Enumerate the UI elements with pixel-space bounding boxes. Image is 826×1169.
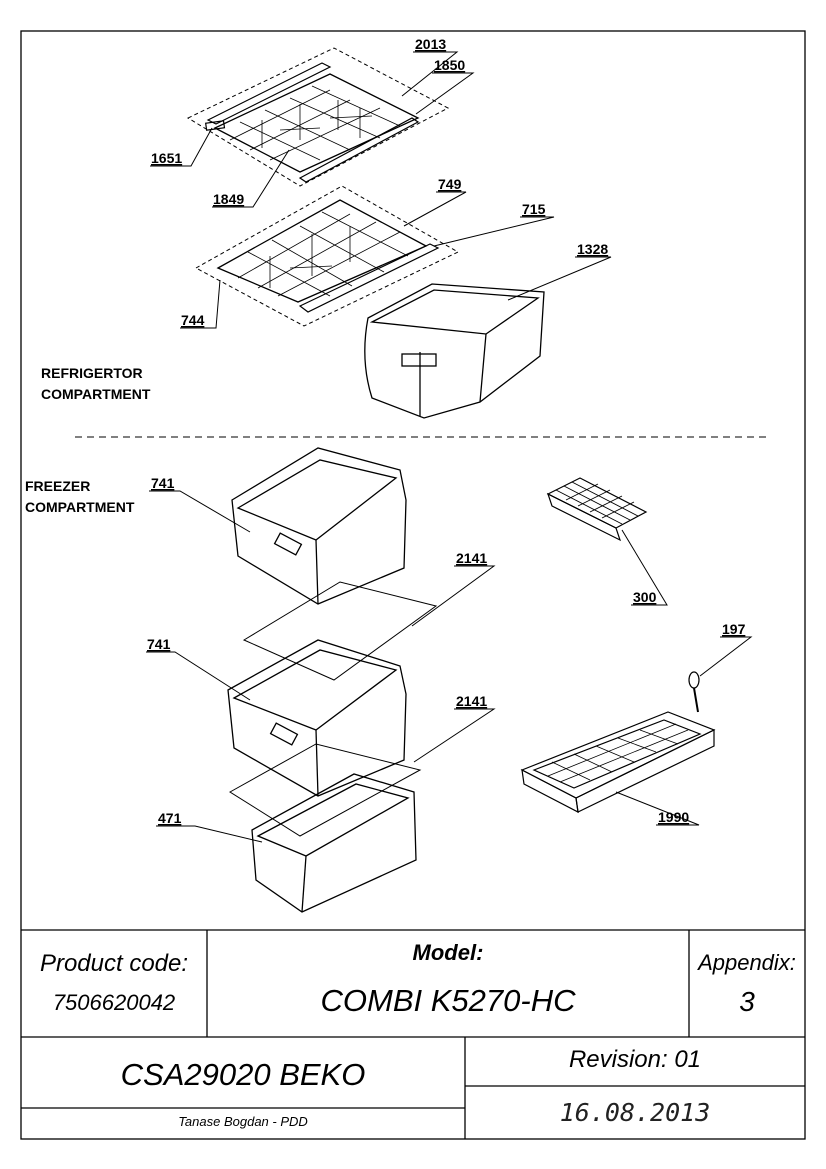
liner-2141-b: [229, 743, 422, 837]
date: 16.08.2013: [559, 1098, 711, 1127]
ice-tray-300: [546, 477, 648, 542]
scoop-stem: [693, 687, 699, 713]
drawer-handle: [273, 532, 303, 556]
crisper-edge: [479, 333, 487, 403]
drawer-body: [231, 447, 407, 605]
shelf-assembly-outline-lower: [194, 185, 460, 327]
freezer-section-label-line1: FREEZER: [25, 478, 90, 494]
scoop-loop: [688, 671, 700, 689]
part-label-741-middle: 741: [147, 636, 171, 652]
rack-side-front: [521, 768, 579, 814]
drawer-handle: [269, 722, 299, 746]
revision: Revision: 01: [568, 1046, 702, 1073]
part-label-741-top: 741: [151, 475, 175, 491]
part-label-1328: 1328: [577, 241, 608, 257]
drawing-frame: [20, 30, 806, 1140]
crisper-handle: [401, 353, 437, 367]
product-code-value: 7506620042: [52, 990, 176, 1015]
part-label-1850: 1850: [434, 57, 465, 73]
refrigerator-section-label-line1: REFRIGERTOR: [41, 365, 143, 381]
model-label: Model:: [412, 940, 484, 965]
drawer-opening: [232, 649, 398, 731]
part-label-197: 197: [722, 621, 746, 637]
freezer-drawer-471: [229, 743, 422, 913]
drawer-edge: [315, 539, 319, 605]
tray-rack-1990: [520, 711, 716, 814]
title-block-grid: [21, 929, 805, 1139]
drawer-body: [227, 639, 407, 797]
trim-1850: [298, 117, 420, 183]
part-label-1849: 1849: [213, 191, 244, 207]
model-value: COMBI K5270-HC: [320, 983, 576, 1018]
author: Tanase Bogdan - PDD: [178, 1114, 308, 1129]
freezer-section-label-line2: COMPARTMENT: [25, 499, 135, 515]
part-label-2141-upper: 2141: [456, 550, 487, 566]
part-label-471: 471: [158, 810, 182, 826]
trim-2013: [206, 62, 332, 125]
part-label-744: 744: [181, 312, 205, 328]
refrigerator-section-label-line2: COMPARTMENT: [41, 386, 151, 402]
clip-1651: [204, 120, 226, 131]
part-labels: 2013 1850 1651 1849 749 715 1328 744 741…: [147, 36, 746, 826]
trim-715: [298, 243, 440, 313]
drawer-opening: [236, 459, 398, 541]
drawer-opening: [256, 783, 410, 857]
glass-panel-749: [216, 199, 428, 303]
drawer-body: [251, 773, 417, 913]
part-label-1990: 1990: [658, 809, 689, 825]
appendix-value: 3: [739, 986, 755, 1017]
part-label-749: 749: [438, 176, 462, 192]
crisper-rim: [369, 289, 540, 335]
rack-side-right: [575, 729, 715, 813]
drawer-edge: [315, 729, 319, 797]
shelf-assembly-outline-upper: [186, 47, 450, 187]
shelf-749-group: [194, 185, 460, 327]
leader-lines: [146, 51, 753, 843]
ice-scoop-197: [688, 671, 700, 713]
part-label-2013: 2013: [415, 36, 446, 52]
crisper-body: [364, 283, 545, 419]
ice-tray-cells: [555, 481, 639, 525]
part-label-715: 715: [522, 201, 546, 217]
glass-hatch-749: [237, 211, 409, 297]
liner-2141-a: [242, 581, 438, 681]
freezer-drawer-741-middle: [227, 581, 438, 797]
document-code: CSA29020 BEKO: [120, 1057, 366, 1092]
glass-panel-1849: [213, 73, 420, 173]
part-label-1651: 1651: [151, 150, 182, 166]
shelf-1849-group: [186, 47, 450, 187]
ice-tray-side: [546, 492, 622, 542]
part-label-2141-lower: 2141: [456, 693, 487, 709]
rack-grid: [547, 723, 689, 783]
product-code-label: Product code:: [39, 950, 189, 977]
freezer-drawer-741-top: [231, 447, 407, 605]
part-label-300: 300: [633, 589, 657, 605]
crisper-1328-group: [364, 283, 545, 419]
drawer-edge: [301, 855, 307, 913]
appendix-label: Appendix:: [698, 950, 796, 975]
